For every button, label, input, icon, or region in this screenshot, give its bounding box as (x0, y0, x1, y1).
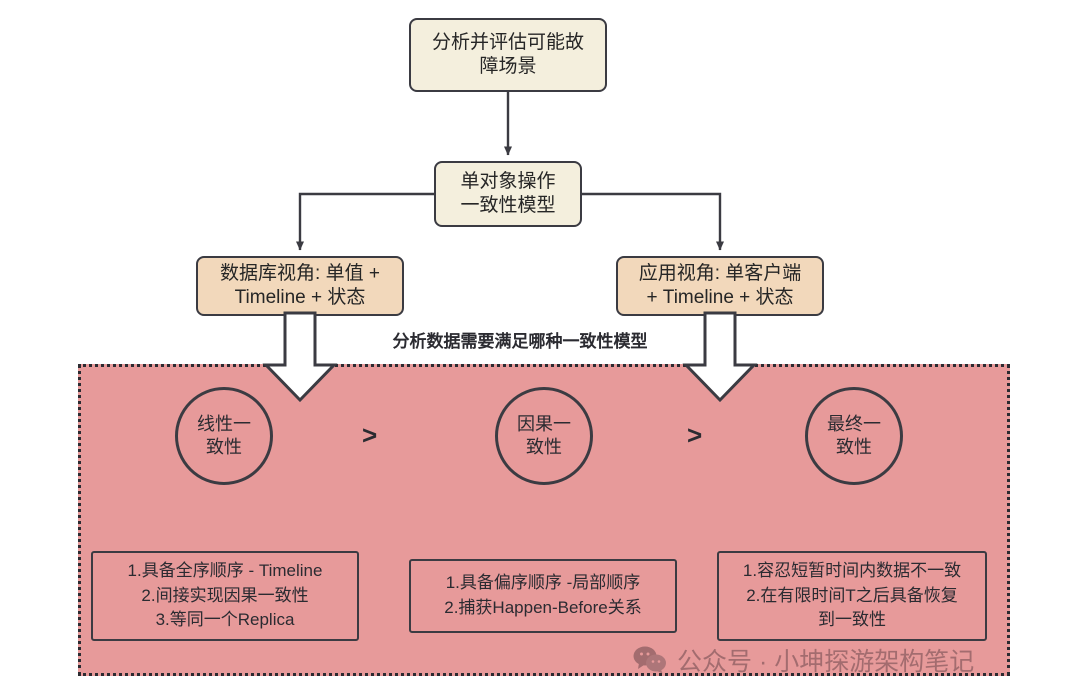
circle-linearizable-consistency[interactable]: 线性一 致性 (175, 387, 273, 485)
block-arrow-appview (682, 311, 758, 403)
node-failure-analysis[interactable]: 分析并评估可能故 障场景 (409, 18, 607, 92)
comparator-greater-than-2: > (687, 420, 703, 450)
circle-causal-consistency[interactable]: 因果一 致性 (495, 387, 593, 485)
edge-model-to-dbview (296, 192, 434, 251)
circle-eventual-consistency[interactable]: 最终一 致性 (805, 387, 903, 485)
section-caption: 分析数据需要满足哪种一致性模型 (392, 332, 648, 351)
comparator-greater-than-1: > (362, 420, 378, 450)
block-arrow-dbview (262, 311, 338, 403)
details-eventual-consistency[interactable]: 1.容忍短暂时间内数据不一致 2.在有限时间T之后具备恢复 到一致性 (717, 551, 987, 641)
details-linearizable-consistency[interactable]: 1.具备全序顺序 - Timeline 2.间接实现因果一致性 3.等同一个Re… (91, 551, 359, 641)
edge-model-to-appview (582, 192, 724, 251)
node-single-object-model[interactable]: 单对象操作 一致性模型 (434, 161, 582, 227)
details-causal-consistency[interactable]: 1.具备偏序顺序 -局部顺序 2.捕获Happen-Before关系 (409, 559, 677, 633)
node-application-view[interactable]: 应用视角: 单客户端 + Timeline + 状态 (616, 256, 824, 316)
